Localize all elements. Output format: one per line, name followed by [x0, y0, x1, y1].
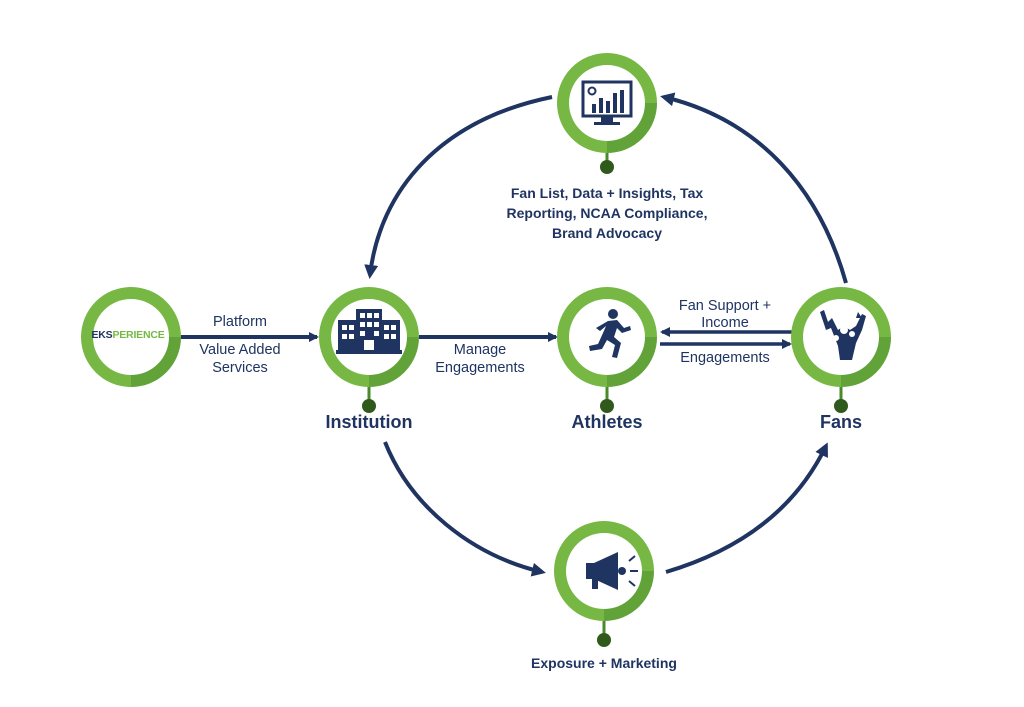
label-fan-support-2: Income: [701, 315, 749, 331]
runner-icon: [589, 309, 631, 358]
logo-suffix: PERIENCE: [112, 329, 165, 341]
logo-prefix: EKS: [91, 329, 113, 341]
label-engagements: Engagements: [680, 350, 770, 366]
label-value-added-1: Value Added: [199, 342, 281, 358]
label-fan-support-1: Fan Support +: [678, 298, 772, 314]
caption-marketing: Exposure + Marketing: [531, 655, 677, 671]
label-value-added-2: Services: [212, 360, 268, 376]
caption-data-line-3: Brand Advocacy: [552, 225, 662, 241]
label-platform: Platform: [213, 314, 267, 330]
node-athletes: [557, 287, 657, 413]
node-data: [557, 53, 657, 174]
megaphone-icon: [586, 552, 638, 590]
label-fans: Fans: [819, 412, 862, 432]
label-manage-1: Manage: [453, 342, 507, 358]
caption-data-line-2: Reporting, NCAA Compliance,: [506, 205, 708, 221]
arrow-institution-to-marketing: [383, 441, 546, 577]
label-athletes: Athletes: [571, 412, 643, 432]
node-eksperience: [81, 287, 181, 387]
arrow-marketing-to-fans: [665, 442, 828, 574]
caption-data-line-1: Fan List, Data + Insights, Tax: [510, 185, 704, 201]
arrow-data-to-institution: [364, 95, 553, 279]
node-marketing: [554, 521, 654, 647]
arrow-fans-to-data: [660, 92, 848, 284]
building-icon: [336, 309, 402, 354]
label-manage-2: Engagements: [435, 360, 525, 376]
monitor-chart-icon: [581, 80, 633, 125]
cheering-crowd-icon: [820, 310, 866, 360]
label-institution: Institution: [325, 412, 413, 432]
